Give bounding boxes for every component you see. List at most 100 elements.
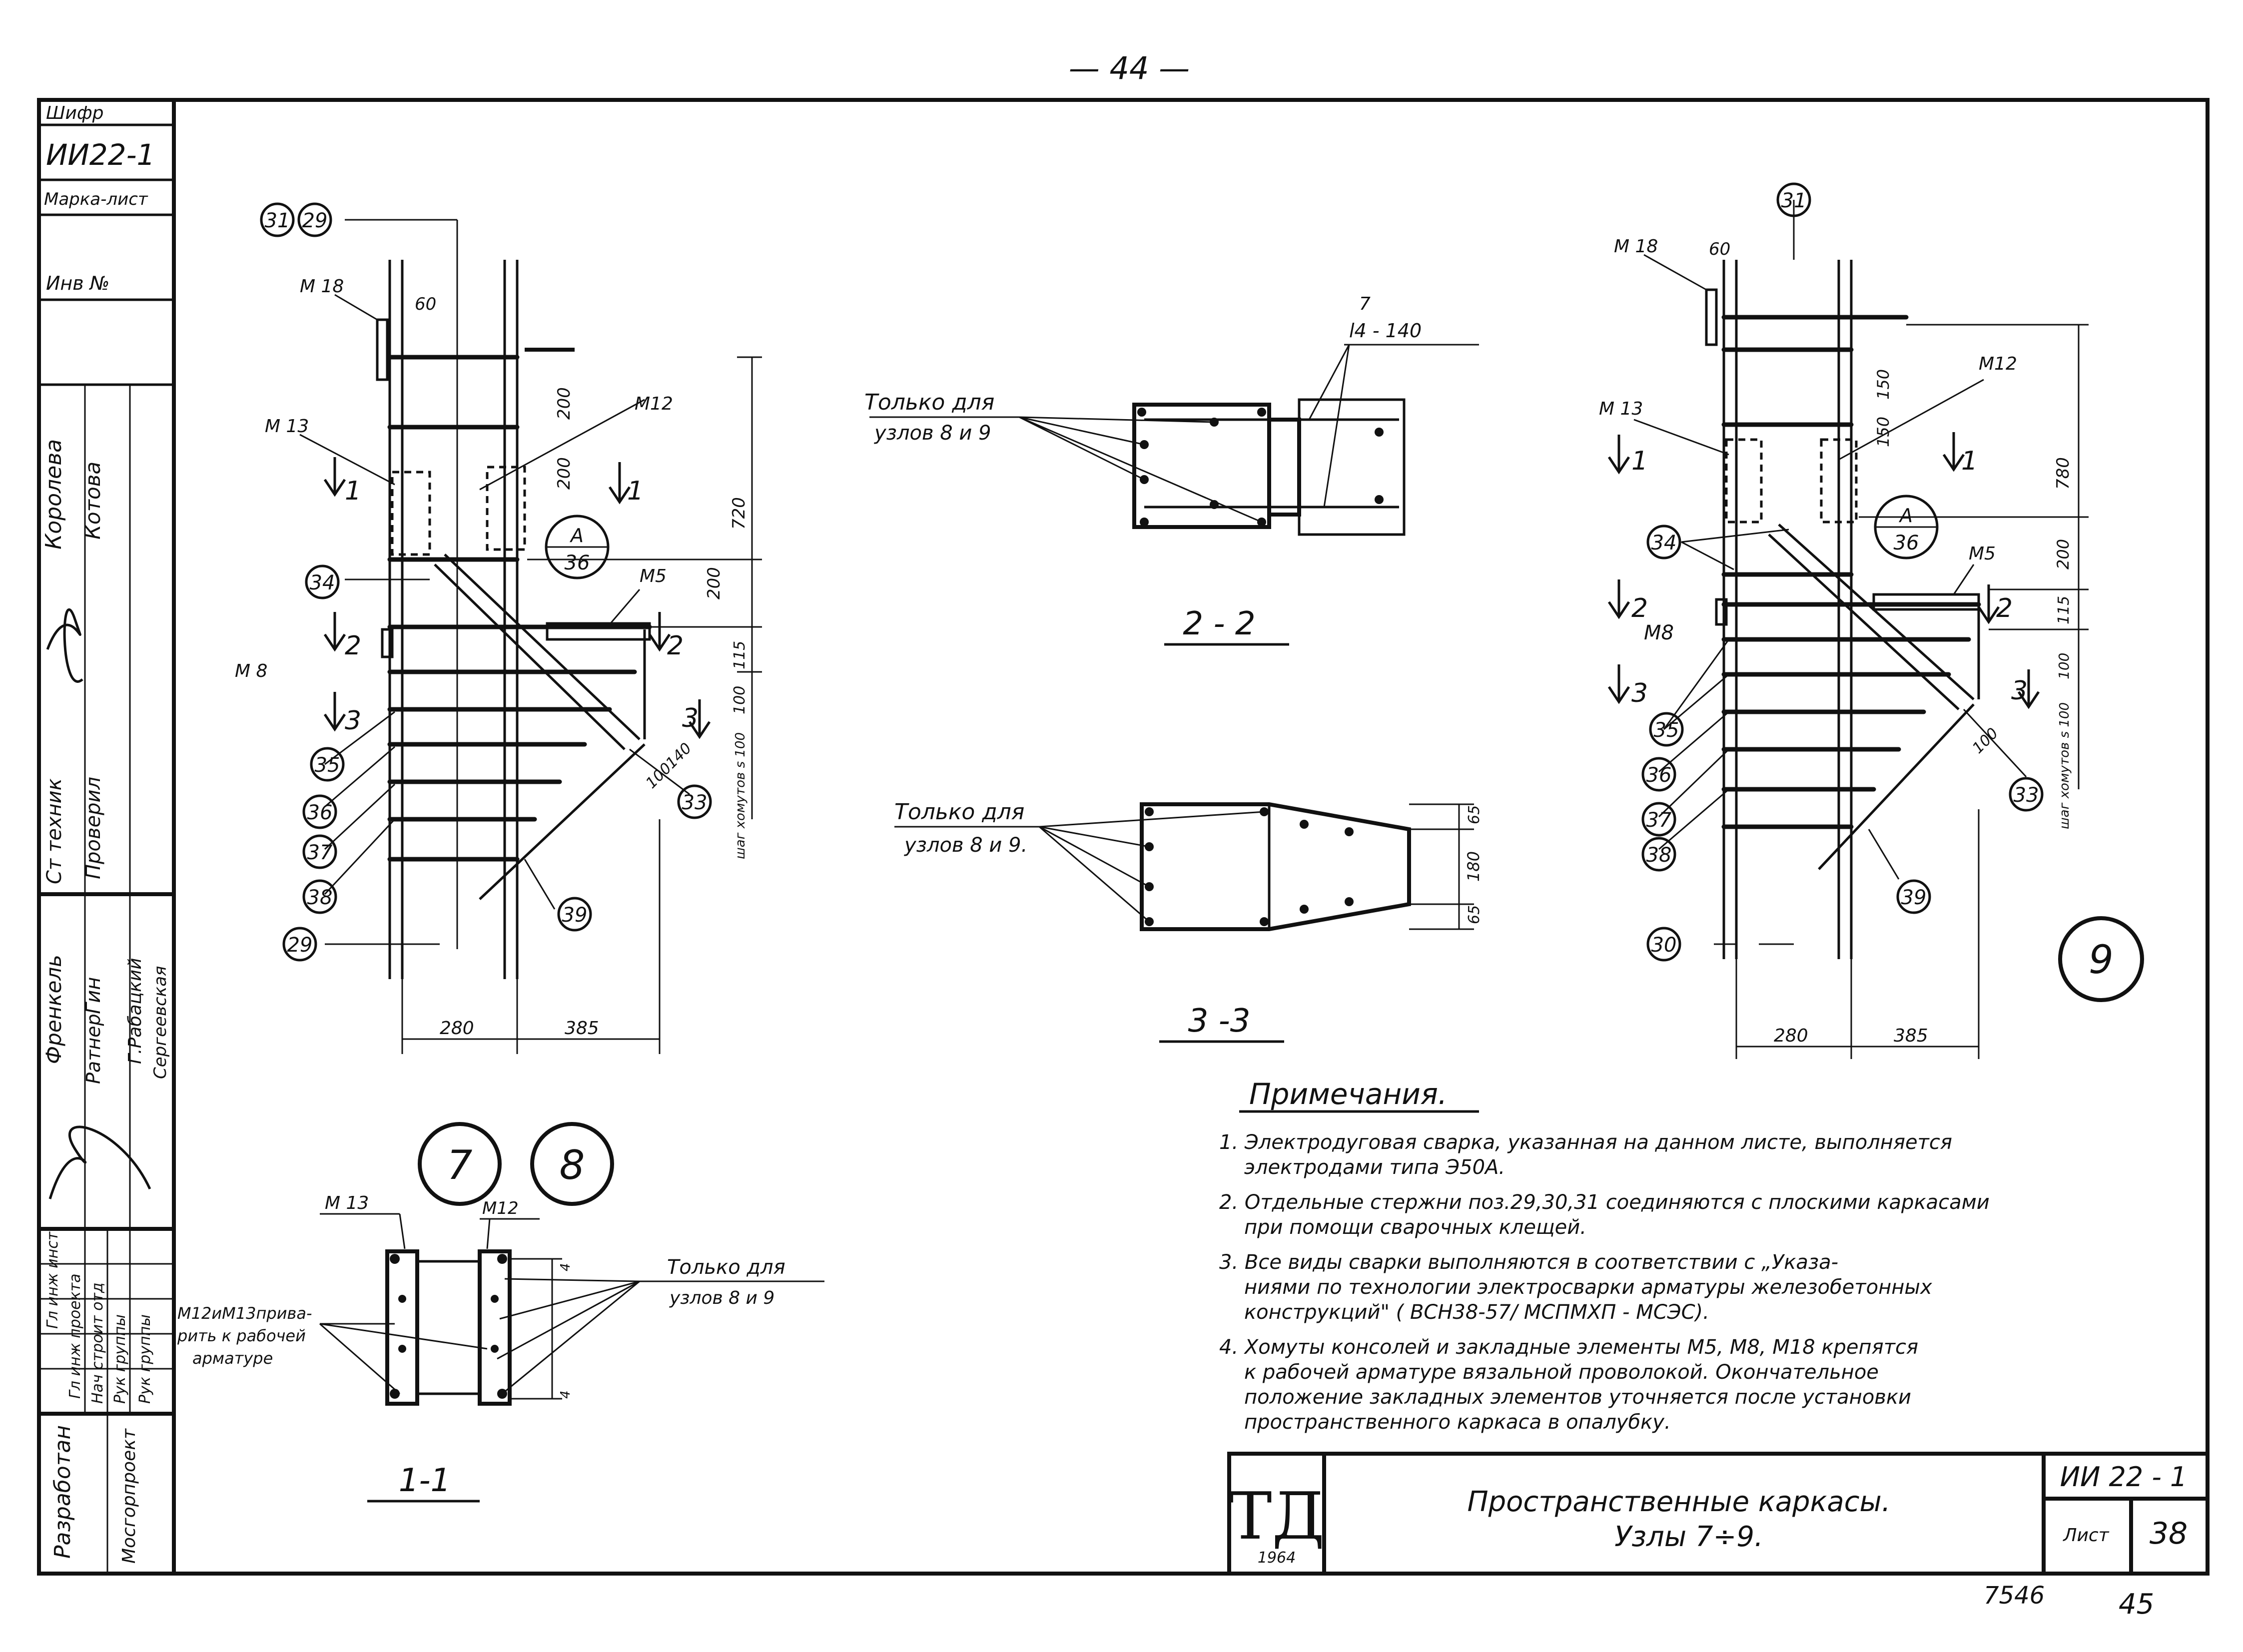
- left-label-31: 31: [265, 209, 290, 232]
- right-callout-35: [1649, 712, 1684, 747]
- shifr-value: ИИ22-1: [46, 138, 155, 172]
- stamp-name-8: Г.Рабацкий: [125, 958, 145, 1064]
- right-elevation-view: 31 М 18 60 М 13 М12 150 150 780 200 115 …: [1599, 182, 2144, 1059]
- s11-callout2: узлов 8 и 9: [669, 1288, 774, 1308]
- right-label-38: 38: [1646, 844, 1672, 867]
- left-label-34: 34: [310, 571, 335, 594]
- node-8-label: 8: [560, 1142, 585, 1188]
- left-label-m13: М 13: [265, 416, 309, 437]
- note-3-line-2: ниями по технологии электросварки армату…: [1244, 1276, 1932, 1299]
- handwritten-number-1: 7546: [1984, 1582, 2045, 1610]
- left-label-33: 33: [682, 791, 708, 814]
- note-4-line-4: пространственного каркаса в опалубку.: [1244, 1411, 1671, 1434]
- left-label-m5: М5: [640, 566, 667, 586]
- left-label-3b: 3: [682, 703, 699, 733]
- stamp-role-2: Гл инж проекта: [66, 1273, 84, 1399]
- left-label-35: 35: [315, 754, 340, 777]
- left-label-39: 39: [562, 904, 588, 927]
- left-label-100: 100: [731, 686, 748, 714]
- stamp-name-9: Сергеевская: [150, 966, 170, 1080]
- title-line-1: Пространственные каркасы.: [1468, 1486, 1891, 1518]
- left-dim-280: 280: [440, 1018, 474, 1039]
- right-label-200: 200: [2054, 539, 2073, 569]
- right-detail-36: 36: [1894, 532, 1919, 554]
- right-label-3a: 3: [1631, 678, 1648, 708]
- right-label-100: 100: [2056, 653, 2072, 679]
- title-block: ТД 1964 Пространственные каркасы. Узлы 7…: [1227, 1452, 2210, 1576]
- node-7-label: 7: [447, 1142, 473, 1188]
- s11-title: 1-1: [399, 1462, 451, 1499]
- title-line-2: Узлы 7÷9.: [1614, 1521, 1763, 1553]
- left-label-m12: М12: [635, 394, 673, 414]
- node-8-circle: [530, 1122, 614, 1206]
- note-1-line-1: 1. Электродуговая сварка, указанная на д…: [1219, 1131, 1952, 1154]
- right-label-780: 780: [2053, 457, 2073, 490]
- right-label-m8: М8: [1644, 621, 1674, 644]
- right-label-1a: 1: [1631, 446, 1648, 476]
- s33-callout2: узлов 8 и 9.: [904, 834, 1027, 857]
- td-year: 1964: [1258, 1549, 1296, 1567]
- right-label-31: 31: [1781, 189, 1807, 212]
- s11-m13: М 13: [325, 1193, 369, 1213]
- left-label-200c: 200: [704, 567, 724, 599]
- right-label-35: 35: [1654, 719, 1679, 742]
- notes-heading: Примечания.: [1249, 1077, 1447, 1111]
- right-callout-30: [1646, 927, 1681, 962]
- left-callout-31: [260, 202, 295, 237]
- right-dim-385: 385: [1894, 1026, 1928, 1046]
- left-dim-385: 385: [565, 1018, 599, 1039]
- s22-callout2: узлов 8 и 9: [874, 422, 991, 445]
- left-label-200b: 200: [554, 457, 574, 490]
- left-label-step: шаг хомутов s 100: [733, 732, 748, 859]
- stamp-role-1: Гл инж инст: [44, 1231, 61, 1329]
- inv-label: Инв №: [46, 272, 109, 294]
- left-callout-38: [302, 879, 337, 914]
- stamp-name-7: Ратнер: [82, 1014, 104, 1084]
- right-callout-36: [1641, 757, 1676, 792]
- right-detail-a: А: [1898, 505, 1913, 527]
- side-stamp-frame: [37, 98, 176, 1576]
- right-label-2a: 2: [1631, 593, 1648, 623]
- node-9-label: 9: [2089, 938, 2114, 983]
- node-9-circle: [2058, 916, 2144, 1002]
- signature-2: [48, 1125, 151, 1199]
- left-label-2a: 2: [345, 631, 361, 661]
- left-label-36: 36: [307, 801, 333, 824]
- right-label-36: 36: [1646, 764, 1672, 787]
- node-7-circle: [418, 1122, 502, 1206]
- left-label-1a: 1: [345, 476, 361, 506]
- note-2-line-1: 2. Отдельные стержни поз.29,30,31 соедин…: [1219, 1191, 1990, 1214]
- left-label-720: 720: [729, 497, 749, 530]
- left-callout-39: [557, 897, 592, 932]
- s22-callout: Только для: [864, 390, 994, 415]
- note-3-line-3: конструкций" ( ВСН38-57/ МСПМХП - МСЭС).: [1244, 1301, 1709, 1324]
- left-label-37: 37: [307, 841, 333, 864]
- stamp-name-3: Ст техник: [43, 778, 66, 884]
- td-logo: ТД: [1229, 1478, 1325, 1554]
- s11-m12: М12: [482, 1198, 519, 1218]
- s33-title: 3 -3: [1188, 1003, 1251, 1040]
- right-label-1b: 1: [1961, 446, 1978, 476]
- right-label-34: 34: [1651, 532, 1677, 554]
- right-detail-a36: [1874, 495, 1939, 559]
- s22-spec-bottom: l4 - 140: [1349, 320, 1422, 342]
- notes-block: Примечания. 1. Электродуговая сварка, ук…: [1219, 1077, 1990, 1434]
- right-label-150b: 150: [1874, 417, 1893, 447]
- s11-note-2: рить к рабочей: [177, 1326, 306, 1345]
- s11-dim-1: 4: [558, 1263, 573, 1271]
- left-callout-34: [305, 564, 340, 599]
- title-code: ИИ 22 - 1: [2060, 1461, 2188, 1493]
- right-label-37: 37: [1646, 809, 1672, 832]
- left-detail-a36: [545, 515, 610, 579]
- stamp-role-5: Рук группы: [136, 1314, 154, 1404]
- side-stamp: Шифр ИИ22-1 Марка-лист Инв № Королева Ко…: [39, 103, 174, 1574]
- right-label-m5: М5: [1969, 544, 1996, 564]
- sheet-label: Лист: [2062, 1525, 2109, 1546]
- stamp-role-4: Рук группы: [111, 1314, 129, 1404]
- left-label-200a: 200: [554, 387, 574, 420]
- section-1-1: 7 8 М 13 М12 Только для узлов 8 и 9: [177, 1122, 824, 1503]
- note-3-line-1: 3. Все виды сварки выполняются в соответ…: [1219, 1251, 1838, 1274]
- left-label-38: 38: [307, 886, 333, 909]
- stamp-bottom-role-1: Разработан: [50, 1425, 75, 1559]
- right-label-60: 60: [1709, 239, 1730, 259]
